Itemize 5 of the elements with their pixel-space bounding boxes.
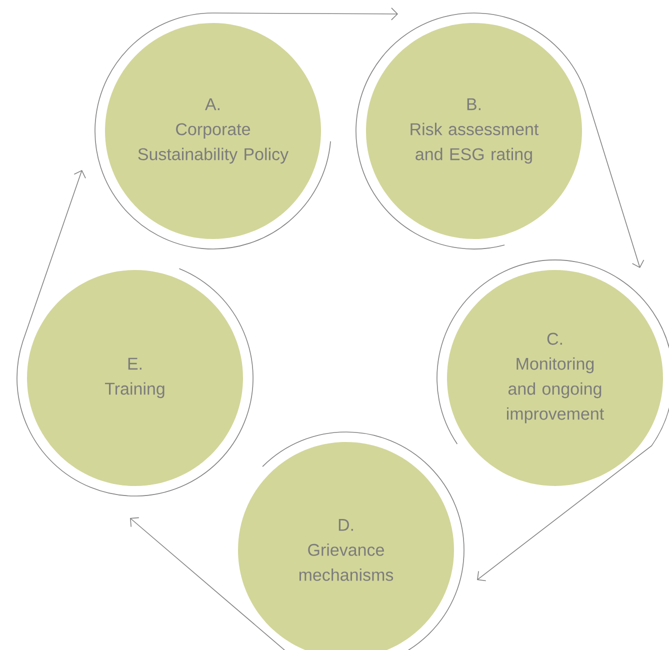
cycle-arrow [16, 170, 254, 496]
cycle-arrow [130, 432, 464, 650]
cycle-arrow [94, 8, 398, 250]
cycle-arrow [436, 260, 669, 582]
cycle-arrow [356, 12, 644, 268]
